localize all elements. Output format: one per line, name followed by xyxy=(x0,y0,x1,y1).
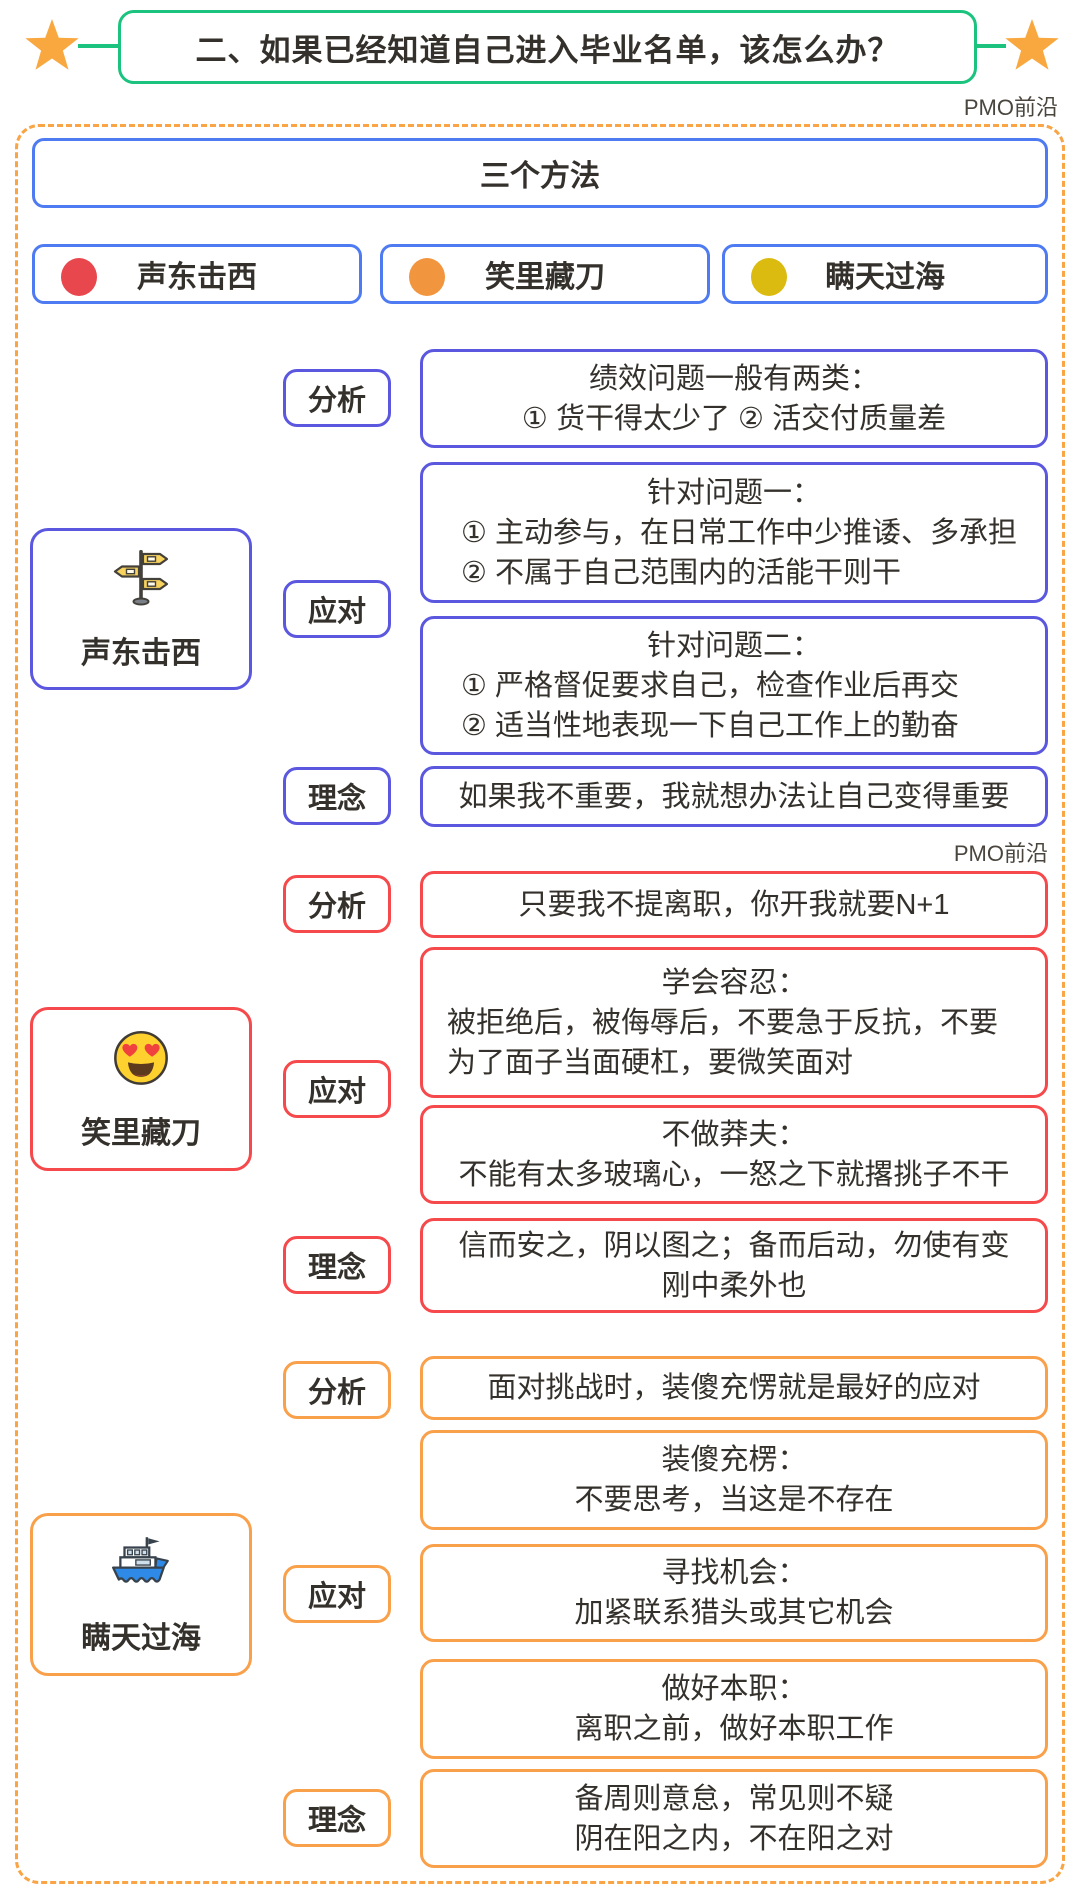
watermark-top: PMO前沿 xyxy=(963,95,1058,120)
page-title-text: 二、如果已经知道自己进入毕业名单，该怎么办？ xyxy=(195,32,900,68)
root-node-mantianguohai: 瞒天过海 xyxy=(30,1513,252,1676)
content-box: 面对挑战时，装傻充愣就是最好的应对 xyxy=(420,1356,1048,1420)
branch-label: 分析 xyxy=(307,385,366,417)
content-box: 备周则意怠，常见则不疑 阴在阳之内，不在阳之对 xyxy=(420,1769,1048,1868)
content-box: 信而安之，阴以图之；备而后动，勿使有变 刚中柔外也 xyxy=(420,1218,1048,1313)
branch-label: 理念 xyxy=(307,1805,366,1837)
content-line: ① 货干得太少了 ② 活交付质量差 xyxy=(521,402,947,435)
signpost-icon xyxy=(108,546,174,616)
red-dot-icon xyxy=(61,258,97,296)
overview-title-box: 三个方法 xyxy=(32,138,1048,208)
branch-node-analysis: 分析 xyxy=(283,369,391,427)
branch-node-philosophy: 理念 xyxy=(283,1236,391,1294)
branch-label: 理念 xyxy=(307,783,366,815)
content-line: 刚中柔外也 xyxy=(661,1269,807,1302)
content-line: 备周则意怠，常见则不疑 xyxy=(574,1782,894,1815)
branch-node-response: 应对 xyxy=(283,1060,391,1118)
content-box: 学会容忍： 被拒绝后，被侮辱后，不要急于反抗，不要为了面子当面硬杠，要微笑面对 xyxy=(420,947,1048,1098)
content-line: 学会容忍： xyxy=(661,966,807,999)
content-line: 针对问题二： xyxy=(646,629,821,662)
content-line: ① 主动参与，在日常工作中少推诿、多承担 xyxy=(461,516,1018,549)
method-box-3: 瞒天过海 xyxy=(722,244,1048,304)
root-node-label: 瞒天过海 xyxy=(81,1621,201,1655)
content-box: 做好本职： 离职之前，做好本职工作 xyxy=(420,1659,1048,1759)
content-line: 阴在阳之内，不在阳之对 xyxy=(574,1822,894,1855)
content-line: 不要思考，当这是不存在 xyxy=(574,1484,894,1516)
page-title: 二、如果已经知道自己进入毕业名单，该怎么办？ xyxy=(118,10,977,84)
root-node-label: 声东击西 xyxy=(81,637,201,670)
branch-label: 理念 xyxy=(307,1252,366,1284)
content-line: 只要我不提离职，你开我就要N+1 xyxy=(518,888,950,921)
content-line: ① 严格督促要求自己，检查作业后再交 xyxy=(461,669,960,702)
method-box-1: 声东击西 xyxy=(32,244,362,304)
content-box: 只要我不提离职，你开我就要N+1 xyxy=(420,871,1048,938)
content-line: 寻找机会： xyxy=(661,1557,807,1589)
branch-node-philosophy: 理念 xyxy=(283,1789,391,1847)
branch-label: 应对 xyxy=(307,1076,366,1108)
branch-node-analysis: 分析 xyxy=(283,875,391,933)
banner-connector-left xyxy=(78,44,118,48)
branch-node-philosophy: 理念 xyxy=(283,767,391,825)
yellow-dot-icon xyxy=(751,258,787,296)
content-line: 装傻充楞： xyxy=(661,1444,807,1476)
content-box: 绩效问题一般有两类： ① 货干得太少了 ② 活交付质量差 xyxy=(420,349,1048,448)
branch-label: 分析 xyxy=(307,1377,366,1409)
method-label: 瞒天过海 xyxy=(825,261,945,294)
star-icon xyxy=(1004,19,1060,75)
content-line: 做好本职： xyxy=(661,1673,807,1705)
content-line: 不能有太多玻璃心，一怒之下就撂挑子不干 xyxy=(458,1158,1010,1191)
content-line: 离职之前，做好本职工作 xyxy=(574,1713,894,1745)
method-label: 声东击西 xyxy=(137,261,257,294)
content-line: 面对挑战时，装傻充愣就是最好的应对 xyxy=(487,1372,981,1404)
content-line: 如果我不重要，我就想办法让自己变得重要 xyxy=(458,780,1010,813)
content-box: 寻找机会： 加紧联系猎头或其它机会 xyxy=(420,1544,1048,1642)
content-box: 不做莽夫： 不能有太多玻璃心，一怒之下就撂挑子不干 xyxy=(420,1105,1048,1204)
content-box: 如果我不重要，我就想办法让自己变得重要 xyxy=(420,766,1048,827)
root-node-shengdongjixi: 声东击西 xyxy=(30,528,252,690)
method-box-2: 笑里藏刀 xyxy=(380,244,710,304)
heart-eyes-icon xyxy=(110,1026,172,1096)
branch-label: 应对 xyxy=(307,596,366,628)
content-line: 被拒绝后，被侮辱后，不要急于反抗，不要为了面子当面硬杠，要微笑面对 xyxy=(447,1006,999,1079)
content-box: 装傻充楞： 不要思考，当这是不存在 xyxy=(420,1430,1048,1530)
content-line: 绩效问题一般有两类： xyxy=(588,362,879,395)
branch-node-response: 应对 xyxy=(283,1565,391,1623)
content-box: 针对问题一： ① 主动参与，在日常工作中少推诿、多承担 ② 不属于自己范围内的活… xyxy=(420,462,1048,603)
content-line: 针对问题一： xyxy=(646,476,821,509)
branch-label: 应对 xyxy=(307,1581,366,1613)
star-icon xyxy=(24,19,80,75)
branch-node-response: 应对 xyxy=(283,580,391,638)
overview-title-text: 三个方法 xyxy=(480,160,600,193)
method-label: 笑里藏刀 xyxy=(485,261,605,294)
root-node-xiaolicangdao: 笑里藏刀 xyxy=(30,1007,252,1171)
branch-label: 分析 xyxy=(307,891,366,923)
content-line: 信而安之，阴以图之；备而后动，勿使有变 xyxy=(458,1229,1010,1262)
content-line: 不做莽夫： xyxy=(661,1118,807,1151)
content-box: 针对问题二： ① 严格督促要求自己，检查作业后再交 ② 适当性地表现一下自己工作… xyxy=(420,616,1048,755)
banner-connector-right xyxy=(977,44,1006,48)
root-node-label: 笑里藏刀 xyxy=(81,1117,201,1150)
watermark-middle: PMO前沿 xyxy=(953,841,1048,866)
content-line: 加紧联系猎头或其它机会 xyxy=(574,1597,894,1629)
branch-node-analysis: 分析 xyxy=(283,1361,391,1419)
content-line: ② 不属于自己范围内的活能干则干 xyxy=(461,556,902,589)
content-line: ② 适当性地表现一下自己工作上的勤奋 xyxy=(461,709,960,742)
ship-icon xyxy=(108,1533,174,1601)
orange-dot-icon xyxy=(409,258,445,296)
